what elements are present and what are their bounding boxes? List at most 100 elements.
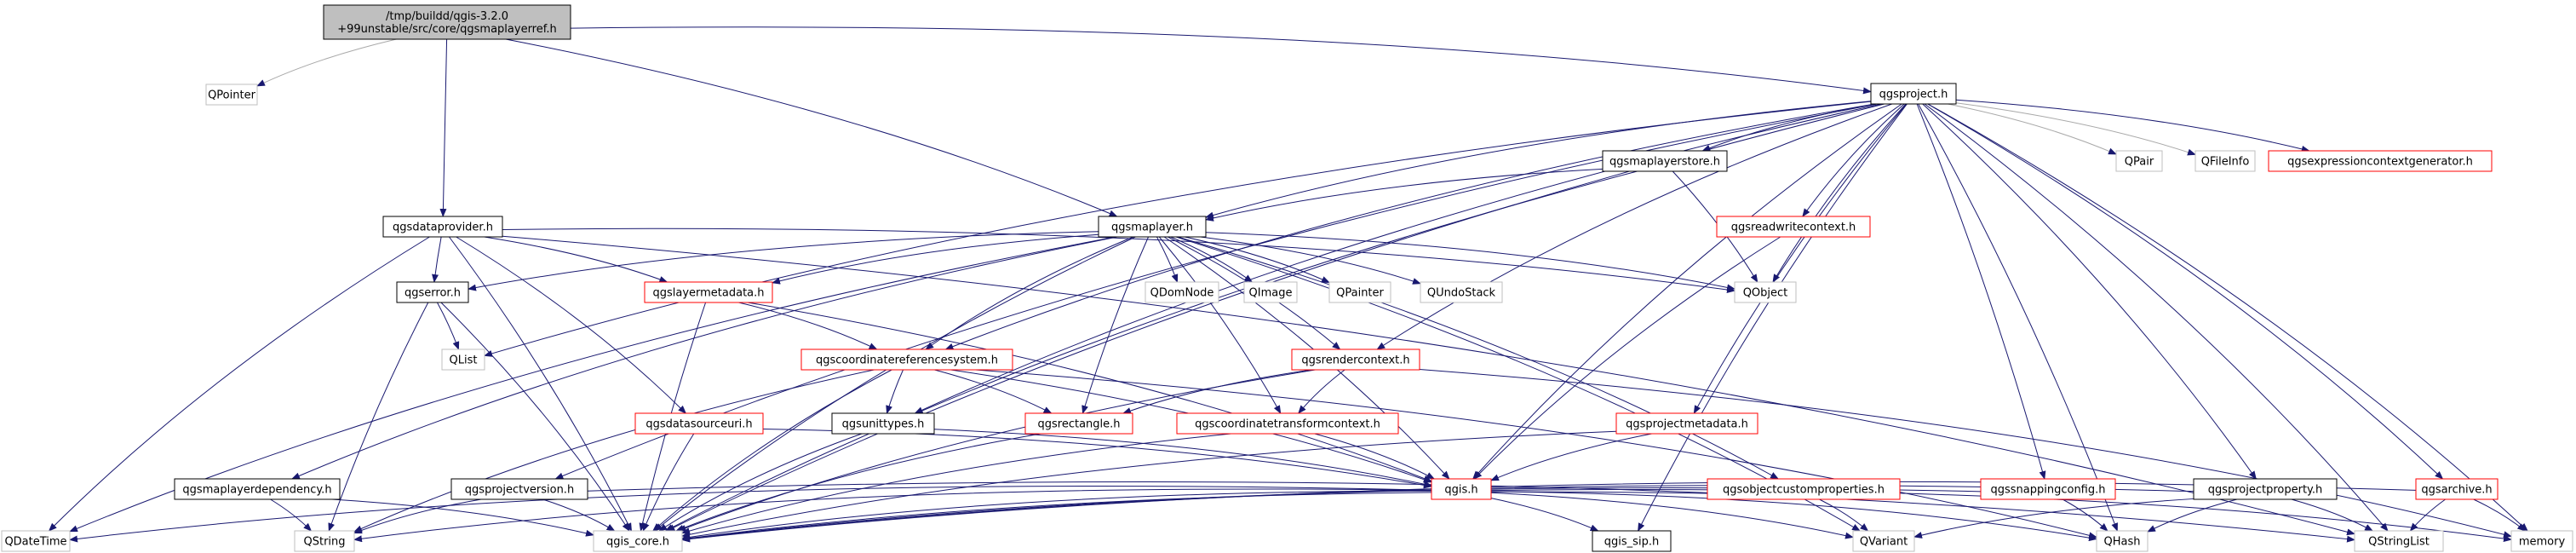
node-qimage: QImage [1243, 281, 1298, 303]
node-box [1980, 478, 2116, 500]
node-qgsproject[interactable]: qgsproject.h [1870, 83, 1957, 105]
node-box [634, 412, 764, 435]
edge-qgsctc-to-qgis [1314, 433, 1436, 480]
edge-qgserror-to-qstring [328, 302, 429, 532]
node-qgsrendercontext[interactable]: qgsrendercontext.h [1291, 349, 1420, 371]
node-label: qgsdatasourceuri.h [645, 418, 752, 431]
node-label: memory [2519, 536, 2566, 549]
edge-qgsarchive-to-memory [2473, 498, 2527, 532]
node-box [1602, 150, 1728, 172]
node-box [2115, 150, 2163, 172]
edge-qgsproject-to-qgissip [1638, 103, 1908, 532]
node-qgsprojectversion[interactable]: qgsprojectversion.h [450, 478, 588, 500]
node-qgsmaplayer[interactable]: qgsmaplayer.h [1098, 216, 1207, 238]
edge-qgsproject-to-qstringlist [1924, 103, 2389, 532]
edge-root-to-qpointer [256, 38, 397, 87]
node-box [1024, 412, 1133, 435]
edge-qgserror-to-qlist [437, 302, 460, 350]
node-box [174, 478, 341, 500]
node-label: qgsmaplayerstore.h [1609, 156, 1720, 169]
node-label: QDomNode [1150, 287, 1214, 300]
node-qgsdatasourceuri[interactable]: qgsdatasourceuri.h [634, 412, 764, 435]
node-qgserror[interactable]: qgserror.h [396, 281, 469, 303]
node-qgsmaplayerstore[interactable]: qgsmaplayerstore.h [1602, 150, 1728, 172]
node-box [1145, 281, 1219, 303]
node-box [1431, 478, 1492, 500]
node-qgissip[interactable]: qgis_sip.h [1592, 530, 1672, 552]
node-qgsarchive[interactable]: qgsarchive.h [2415, 478, 2499, 500]
node-box [2354, 530, 2444, 552]
edge-qgsrendercontext-to-qgsctc [1298, 369, 1345, 414]
node-box [382, 216, 503, 238]
node-box [2415, 478, 2499, 500]
node-qgsctc[interactable]: qgscoordinatetransformcontext.h [1176, 412, 1399, 435]
edge-qgslayermetadata-to-qgscrs [738, 302, 878, 350]
edge-qgsproject-to-qpair [1948, 103, 2117, 155]
edge-qgsunittypes-to-qgis [933, 429, 1432, 488]
edge-qgsproject-to-qgsprojectversion [554, 103, 1878, 480]
node-label: qgis_core.h [606, 536, 669, 549]
node-box [294, 530, 355, 552]
node-box [2193, 478, 2338, 500]
edge-root-to-qgsmaplayer [505, 38, 1118, 217]
node-qgsexprctxgen[interactable]: qgsexpressioncontextgenerator.h [2268, 150, 2493, 172]
node-qgsrectangle[interactable]: qgsrectangle.h [1024, 412, 1133, 435]
node-box [1615, 412, 1758, 435]
edge-qgsdatasourceuri-to-qgis [762, 428, 1432, 489]
node-label: QImage [1249, 287, 1293, 300]
node-qpair: QPair [2115, 150, 2163, 172]
edge-qgsmaplayer-to-qgserror [468, 231, 1099, 291]
edge-qgsproject-to-qhash [1918, 103, 2118, 532]
node-root[interactable]: /tmp/buildd/qgis-3.2.0+99unstable/src/co… [323, 4, 571, 40]
node-box [2194, 150, 2256, 172]
node-label: QVariant [1860, 536, 1908, 549]
node-qgsobjcustprops[interactable]: qgsobjectcustomproperties.h [1707, 478, 1901, 500]
node-qgsmaplayerdependency[interactable]: qgsmaplayerdependency.h [174, 478, 341, 500]
node-qgsunittypes[interactable]: qgsunittypes.h [831, 412, 935, 435]
edge-qgsmaplayer-to-qdomnode [1156, 236, 1179, 283]
node-label: QFileInfo [2201, 156, 2250, 169]
node-qdatetime: QDateTime [1, 530, 71, 552]
node-box [800, 349, 1013, 371]
edge-qgsctc-to-qgiscore [681, 433, 1231, 534]
node-label: QPainter [1336, 287, 1384, 300]
node-qgsdataprovider[interactable]: qgsdataprovider.h [382, 216, 503, 238]
edge-qgssnappingconfig-to-qhash [2062, 498, 2108, 532]
node-qgsprojectproperty[interactable]: qgsprojectproperty.h [2193, 478, 2338, 500]
node-label: QString [303, 536, 345, 549]
edge-qgsrendercontext-to-qgsrectangle [1122, 369, 1312, 414]
edge-qgsreadwritecontext-to-qgis [1473, 236, 1781, 480]
node-label: qgscoordinatereferencesystem.h [816, 354, 998, 367]
edge-root-to-qgsdataprovider [439, 38, 448, 217]
node-qgis[interactable]: qgis.h [1431, 478, 1492, 500]
node-qgslayermetadata[interactable]: qgslayermetadata.h [644, 281, 773, 303]
node-box [396, 281, 469, 303]
node-qgsreadwritecontext[interactable]: qgsreadwritecontext.h [1716, 216, 1871, 238]
edge-qgsmaplayer-to-qgsobjcustprops [1177, 236, 1780, 480]
edge-qgsproject-to-qgsprojectproperty [1922, 103, 2257, 480]
node-qstringlist: QStringList [2354, 530, 2444, 552]
node-qgscrs[interactable]: qgscoordinatereferencesystem.h [800, 349, 1013, 371]
edge-qgsdataprovider-to-qgiscore [449, 236, 633, 532]
edge-qgscrs-to-qstring [353, 369, 875, 533]
edge-qgsproject-to-qgsprojectmetadata [1693, 103, 1908, 414]
edge-qgsarchive-to-qstringlist [2409, 498, 2446, 532]
node-qgsprojectmetadata[interactable]: qgsprojectmetadata.h [1615, 412, 1758, 435]
node-qhash: QHash [2096, 530, 2149, 552]
node-label: qgsprojectversion.h [465, 484, 574, 497]
edge-qgscrs-to-qhash [975, 369, 2097, 539]
edge-qgsprojectmetadata-to-qgiscore [681, 430, 1617, 539]
node-qundostack: QUndoStack [1420, 281, 1503, 303]
edge-qgis-to-qhash [1490, 491, 2097, 542]
edge-qgsproject-to-qgsreadwritecontext [1802, 103, 1905, 217]
edge-root-to-qgsproject [570, 26, 1872, 95]
edge-qgsproject-to-qgscrs [944, 103, 1875, 350]
edge-qgsproject-to-qlist [484, 101, 1872, 357]
edge-qgsmaplayer-to-qimage [1170, 236, 1254, 283]
edge-qgsdataprovider-to-qobject [502, 228, 1736, 293]
edge-qgsprojectproperty-to-qhash [2147, 498, 2238, 533]
node-box [441, 349, 485, 371]
node-qgssnappingconfig[interactable]: qgssnappingconfig.h [1980, 478, 2116, 500]
node-qgiscore: qgis_core.h [593, 530, 683, 552]
edge-qgsproject-to-qgsmaplayer [1205, 101, 1872, 219]
